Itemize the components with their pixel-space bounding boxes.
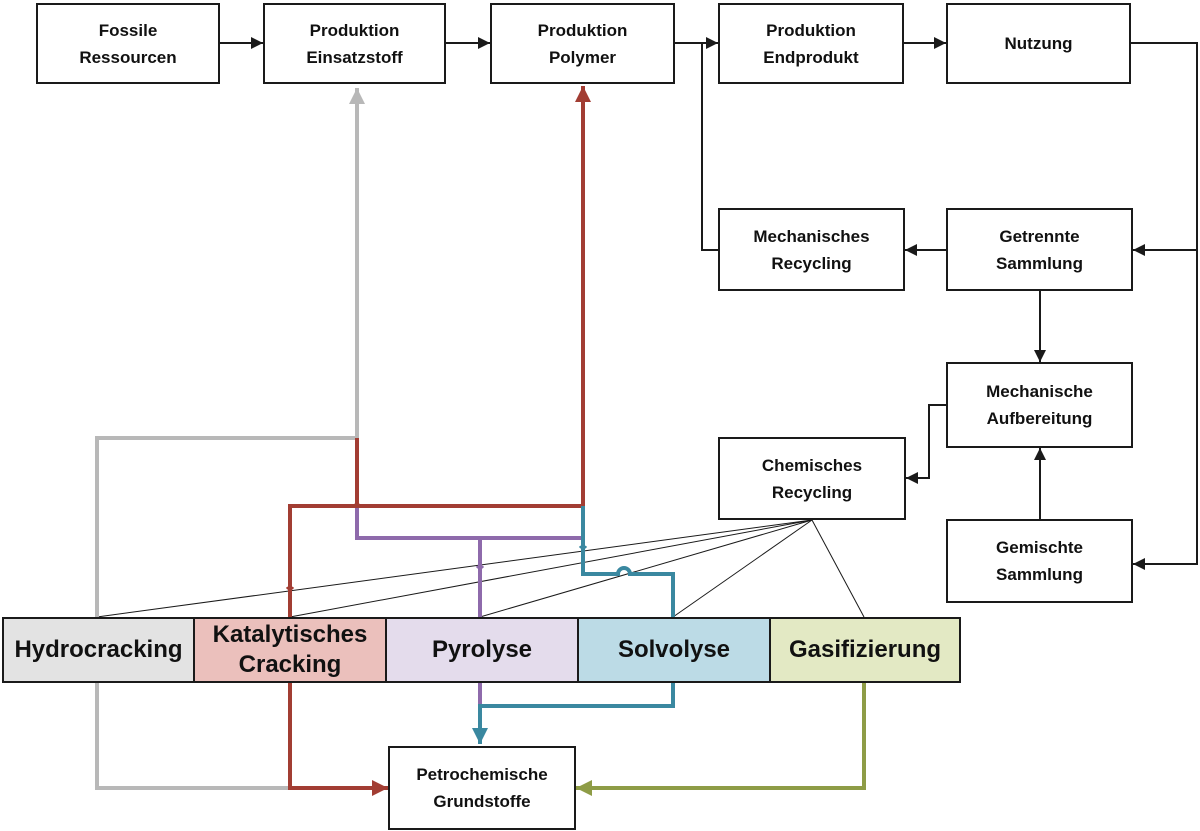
- box-gemischte-sammlung: Gemischte Sammlung: [946, 519, 1133, 603]
- label-gemischte-line-1: Gemischte: [996, 538, 1083, 557]
- box-petrochemische-grundstoffe: Petrochemische Grundstoffe: [388, 746, 576, 830]
- fan-line-gasifizierung: [811, 519, 865, 618]
- label-chem-recycling-line-2: Recycling: [771, 482, 853, 502]
- label-grundstoffe-line-2: Grundstoffe: [433, 792, 531, 811]
- fan-line-cracking: [289, 519, 813, 618]
- label-mech-recycling-line-1: Mechanisches: [753, 226, 870, 246]
- label-gemischte-line-2: Sammlung: [996, 565, 1083, 584]
- fan-line-hydrocracking: [96, 519, 813, 618]
- label-getrennte-line-2: Sammlung: [996, 253, 1083, 273]
- label-polymer-line-1: Produktion: [537, 20, 628, 40]
- label-getrennte-line-1: Getrennte: [999, 226, 1080, 246]
- label-einsatzstoff-line-2: Einsatzstoff: [306, 47, 403, 67]
- label-aufbereitung-line-1: Mechanische: [986, 382, 1093, 401]
- fan-line-solvolyse: [672, 519, 813, 618]
- label-cracking-line-2: Cracking: [238, 651, 342, 678]
- label-pyrolyse: Pyrolyse: [431, 636, 533, 663]
- arrow-nutzung-gemischte: [1133, 250, 1198, 570]
- box-produktion-endprodukt: Produktion Endprodukt: [718, 3, 904, 84]
- label-solvolyse: Solvolyse: [617, 636, 731, 663]
- process-gasifizierung: Gasifizierung: [769, 617, 961, 683]
- gray-line-hydrocracking-einsatzstoff: [95, 88, 365, 617]
- label-chem-recycling-line-1: Chemisches: [761, 455, 863, 475]
- red-line-cracking-up: [288, 504, 583, 617]
- label-fossile-line-2: Ressourcen: [79, 47, 177, 67]
- label-mech-recycling-line-2: Recycling: [771, 253, 852, 273]
- process-solvolyse: Solvolyse: [577, 617, 771, 683]
- arrow-aufbereitung-chem-recycling: [906, 404, 946, 484]
- box-fossile-ressourcen: Fossile Ressourcen: [36, 3, 220, 84]
- box-chemisches-recycling: Chemisches Recycling: [718, 437, 906, 520]
- chem-recycling-fan-lines: [96, 519, 865, 618]
- label-nutzung: Nutzung: [1004, 34, 1073, 53]
- line-mech-recycling-return: [701, 43, 718, 251]
- process-hydrocracking: Hydrocracking: [2, 617, 195, 683]
- gray-line-hydrocracking-grundstoffe: [95, 682, 290, 790]
- process-pyrolyse: Pyrolyse: [385, 617, 579, 683]
- arrow-nutzung-getrennte: [1131, 42, 1198, 256]
- red-arrow-cracking-grundstoffe: [288, 682, 388, 796]
- box-getrennte-sammlung: Getrennte Sammlung: [946, 208, 1133, 291]
- box-produktion-einsatzstoff: Produktion Einsatzstoff: [263, 3, 446, 84]
- label-grundstoffe-line-1: Petrochemische: [416, 765, 548, 784]
- process-katalytisches-cracking: Katalytisches Cracking: [193, 617, 387, 683]
- crossing-bump-3: [475, 565, 485, 570]
- label-endprodukt-line-1: Produktion: [766, 20, 856, 40]
- label-polymer-line-2: Polymer: [548, 47, 617, 67]
- box-produktion-polymer: Produktion Polymer: [490, 3, 675, 84]
- box-mechanische-aufbereitung: Mechanische Aufbereitung: [946, 362, 1133, 448]
- crossing-bump-2: [285, 586, 295, 591]
- label-einsatzstoff-line-1: Produktion: [309, 20, 400, 40]
- label-fossile-line-1: Fossile: [98, 20, 158, 40]
- blue-line-solvolyse-polymer: [581, 506, 675, 617]
- purple-line-pyrolyse-einsatzstoff: [355, 506, 583, 540]
- box-mechanisches-recycling: Mechanisches Recycling: [718, 208, 905, 291]
- label-aufbereitung-line-2: Aufbereitung: [986, 409, 1093, 428]
- crossing-bump-1: [352, 503, 362, 508]
- fan-line-pyrolyse: [479, 519, 813, 618]
- label-cracking-line-1: Katalytisches: [212, 621, 368, 648]
- label-endprodukt-line-2: Endprodukt: [763, 47, 859, 67]
- box-nutzung: Nutzung: [946, 3, 1131, 84]
- blue-arrow-solvolyse-grundstoffe: [472, 682, 675, 744]
- crossing-bump-4: [578, 545, 588, 550]
- label-hydrocracking: Hydrocracking: [14, 636, 183, 663]
- label-gasifizierung: Gasifizierung: [788, 636, 942, 663]
- green-arrow-gasifizierung-grundstoffe: [576, 682, 866, 796]
